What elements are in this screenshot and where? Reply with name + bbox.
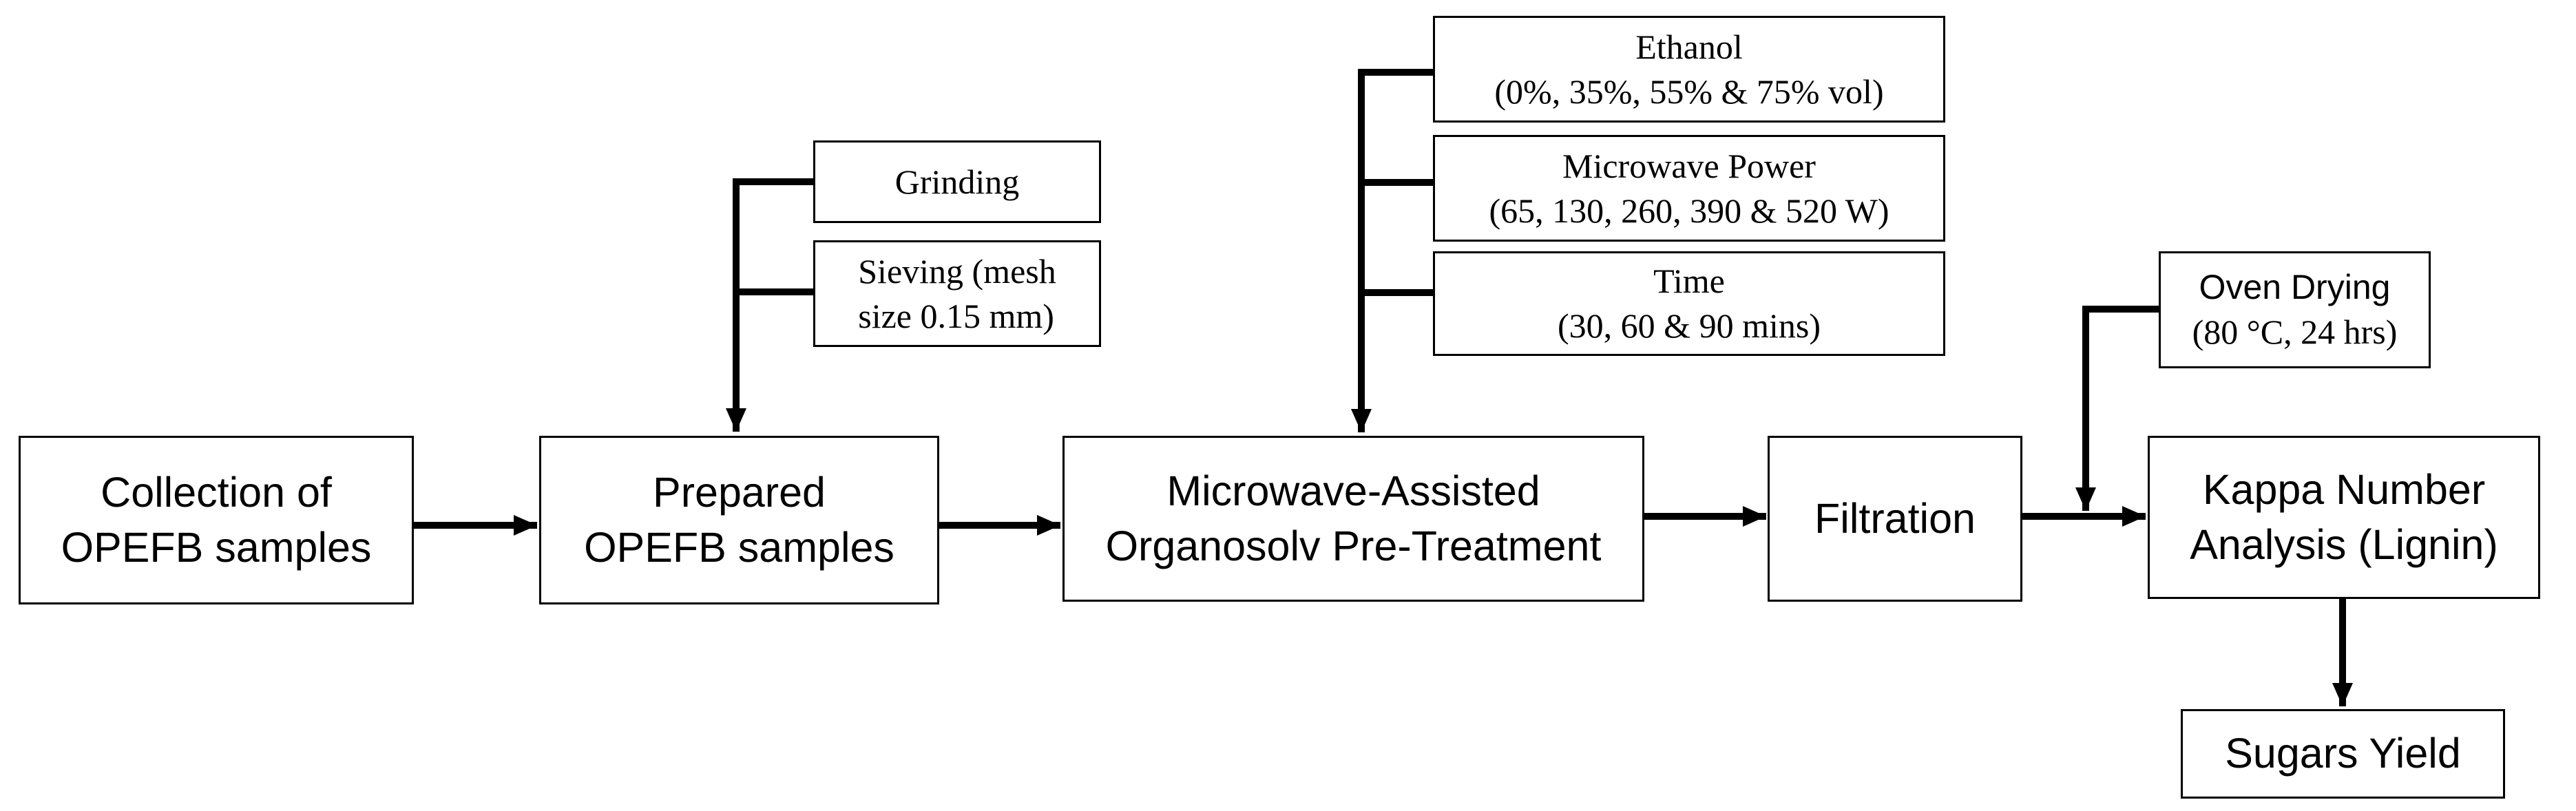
node-grinding: Grinding: [813, 140, 1101, 223]
node-oven-drying: Oven Drying (80 °C, 24 hrs): [2159, 251, 2431, 368]
node-sieving: Sieving (mesh size 0.15 mm): [813, 240, 1101, 347]
node-sugars: Sugars Yield: [2181, 709, 2505, 799]
node-filtration: Filtration: [1768, 436, 2022, 602]
node-time: Time (30, 60 & 90 mins): [1433, 251, 1945, 356]
node-collection: Collection of OPEFB samples: [19, 436, 414, 604]
node-ethanol: Ethanol (0%, 35%, 55% & 75% vol): [1433, 16, 1945, 123]
node-prepared: Prepared OPEFB samples: [539, 436, 939, 604]
node-pretreatment: Microwave-Assisted Organosolv Pre-Treatm…: [1062, 436, 1644, 602]
node-microwave-power: Microwave Power (65, 130, 260, 390 & 520…: [1433, 135, 1945, 242]
node-kappa: Kappa Number Analysis (Lignin): [2148, 436, 2540, 599]
